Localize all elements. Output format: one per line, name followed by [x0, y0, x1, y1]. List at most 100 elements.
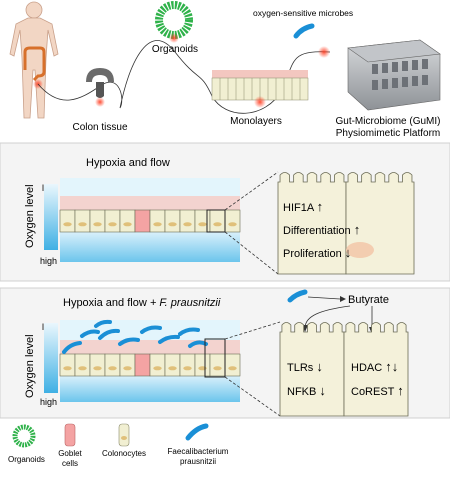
cell-nucleus: [153, 366, 162, 371]
cell-nucleus: [168, 366, 177, 371]
zoom-line: [224, 171, 279, 211]
oxygen-high-label: high: [40, 397, 57, 407]
oxygen-gradient-bar: [44, 184, 58, 250]
cell-nucleus: [168, 222, 177, 227]
effect-proliferation: Proliferation ↓: [283, 245, 351, 260]
colonocyte-cell: [224, 209, 241, 233]
legend-organoid-icon: [12, 424, 36, 448]
cell-nucleus: [153, 222, 162, 227]
legend-colonocyte-icon: [118, 423, 130, 447]
legend-organoids: Organoids: [8, 455, 45, 464]
effect-tlrs: TLRs ↓: [287, 359, 323, 374]
colon-tissue-icon: [86, 68, 114, 107]
colonocyte-cell: [89, 353, 106, 377]
cell-nucleus: [228, 366, 237, 371]
cell-nucleus: [213, 366, 222, 371]
microbes-label: oxygen-sensitive microbes: [253, 8, 353, 18]
bacteria-cluster: [62, 319, 208, 354]
colonocyte-cell: [224, 353, 241, 377]
effect-differentiation: Differentiation ↑: [283, 222, 360, 237]
zoom-line: [224, 231, 279, 275]
colonocyte-cell: [149, 209, 166, 233]
goblet-cell: [134, 353, 151, 377]
cell-nucleus: [108, 222, 117, 227]
cell-nucleus: [93, 222, 102, 227]
legend-nucleus: [121, 436, 127, 440]
cell-nucleus: [78, 222, 87, 227]
cell-nucleus: [183, 222, 192, 227]
colonocyte-cell: [149, 353, 166, 377]
colon-tissue-label: Colon tissue: [72, 122, 127, 133]
legend-goblet-line2: cells: [62, 459, 78, 468]
platform-label-line1: Gut-Microbiome (GuMI): [335, 116, 440, 127]
microbe-icon: [287, 289, 308, 303]
channel-diagram: [59, 178, 241, 262]
highlight-glow: [318, 46, 330, 58]
faecalibacterium-icon: [158, 334, 180, 344]
organoids-label: Organoids: [152, 44, 198, 55]
oxygen-axis-label: Oxygen level: [24, 184, 36, 248]
colonocyte-cell: [74, 353, 91, 377]
panel2-title: Hypoxia and flow + F. prausnitzii: [63, 297, 221, 309]
colonocyte-cell: [119, 353, 136, 377]
faecalibacterium-icon: [62, 341, 82, 354]
organoid-icon: [155, 1, 193, 43]
butyrate-arrow: [307, 296, 341, 300]
colonocyte-cell: [89, 209, 106, 233]
oxygen-high-label: high: [40, 256, 57, 266]
cell-nucleus: [63, 366, 72, 371]
panel-hypoxia-flow: Hypoxia and flow low high Oxygen level H…: [0, 142, 450, 282]
oxygen-axis-label: Oxygen level: [24, 334, 36, 398]
effect-hif1a: HIF1A ↑: [283, 199, 323, 214]
arrowhead: [340, 296, 346, 302]
effect-corest: CoREST ↑: [351, 383, 404, 398]
top-section: Colon tissue Organoids Monolayers oxygen: [9, 1, 441, 139]
panel1-effects: HIF1A ↑ Differentiation ↑ Proliferation …: [283, 199, 360, 260]
goblet-cell: [134, 209, 151, 233]
faecalibacterium-icon: [178, 327, 200, 336]
cell-nucleus: [123, 222, 132, 227]
human-figure-icon: [9, 1, 59, 119]
butyrate-label: Butyrate: [348, 294, 389, 306]
colonocyte-cell: [104, 209, 121, 233]
faecalibacterium-icon: [94, 319, 112, 328]
colonocyte-cell: [209, 209, 226, 233]
cell-nucleus: [63, 222, 72, 227]
colonocyte-cell: [104, 353, 121, 377]
legend-bacteria-icon: [185, 423, 209, 441]
zoom-box: [206, 209, 226, 233]
cell-nucleus: [123, 366, 132, 371]
zoomed-cells: [277, 172, 415, 275]
colonocyte-cell: [194, 209, 211, 233]
colonocyte-cell: [209, 353, 226, 377]
colonocyte-cell: [59, 353, 76, 377]
colonocyte-cell: [59, 209, 76, 233]
cell-nucleus: [93, 366, 102, 371]
effect-nfkb: NFKB ↓: [287, 383, 326, 398]
legend-colonocytes: Colonocytes: [102, 449, 146, 458]
cell-nucleus: [228, 222, 237, 227]
colonocyte-cell: [164, 353, 181, 377]
legend-bacteria-line1: Faecalibacterium: [168, 447, 229, 456]
zoom-line: [224, 376, 281, 417]
faecalibacterium-icon: [98, 328, 120, 340]
oxygen-gradient-bar: [44, 323, 58, 393]
effect-hdac: HDAC ↑↓: [351, 359, 398, 374]
legend-goblet-line1: Goblet: [58, 449, 82, 458]
left-cell-effects: TLRs ↓ NFKB ↓: [287, 359, 326, 398]
cell-nucleus: [198, 222, 207, 227]
legend-goblet-icon: [64, 423, 76, 447]
colon-organ-icon: [23, 46, 46, 82]
cell-row: [59, 209, 241, 233]
colonocyte-cell: [194, 353, 211, 377]
colonocyte-cell: [179, 353, 196, 377]
zoom-line: [224, 321, 281, 340]
faecalibacterium-icon: [118, 337, 140, 346]
panel-hypoxia-flow-fprausnitzii: Hypoxia and flow + F. prausnitzii low hi…: [0, 287, 450, 419]
zoomed-cells: [279, 322, 409, 417]
faecalibacterium-icon: [140, 325, 162, 334]
cell-nucleus: [108, 366, 117, 371]
faecalibacterium-icon: [80, 329, 100, 338]
cell-row: [59, 353, 241, 377]
